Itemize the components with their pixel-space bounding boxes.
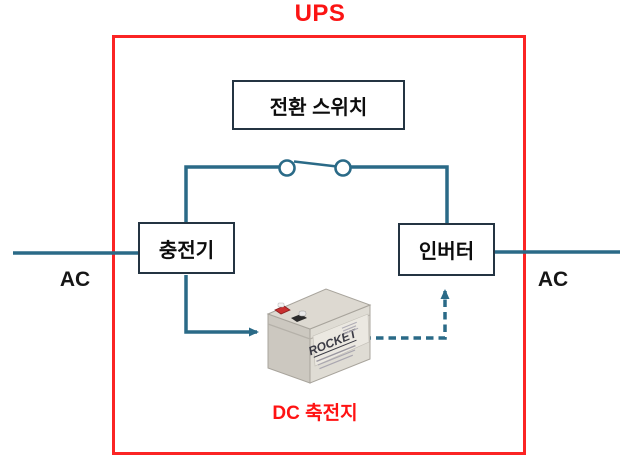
switch-contact-icon <box>278 159 352 177</box>
charger-box: 충전기 <box>138 222 235 274</box>
ac-output-label: AC <box>537 268 569 291</box>
battery-label-area <box>312 313 370 367</box>
ups-boundary-rect <box>112 35 526 455</box>
inverter-label: 인버터 <box>418 241 475 263</box>
dc-battery-label: DC 축전지 <box>272 403 358 424</box>
charger-to-switch-line <box>184 165 279 222</box>
battery-positive-terminal <box>274 305 291 315</box>
switch-contact-right <box>334 159 352 177</box>
transfer-switch-box: 전환 스위치 <box>232 80 405 130</box>
switch-to-inverter-line <box>351 165 449 223</box>
charger-label: 충전기 <box>158 239 215 262</box>
transfer-switch-label: 전환 스위치 <box>269 96 368 119</box>
ac-input-label: AC <box>59 268 91 291</box>
charger-to-battery-line <box>184 275 259 337</box>
battery-terminal-cap-2 <box>298 310 307 317</box>
battery-image: ROCKET <box>266 288 372 384</box>
switch-blade <box>293 160 338 168</box>
inverter-box: 인버터 <box>398 223 495 276</box>
diagram-title: UPS <box>294 0 346 27</box>
switch-contact-left <box>278 159 296 177</box>
battery-terminal-cap <box>277 302 285 308</box>
